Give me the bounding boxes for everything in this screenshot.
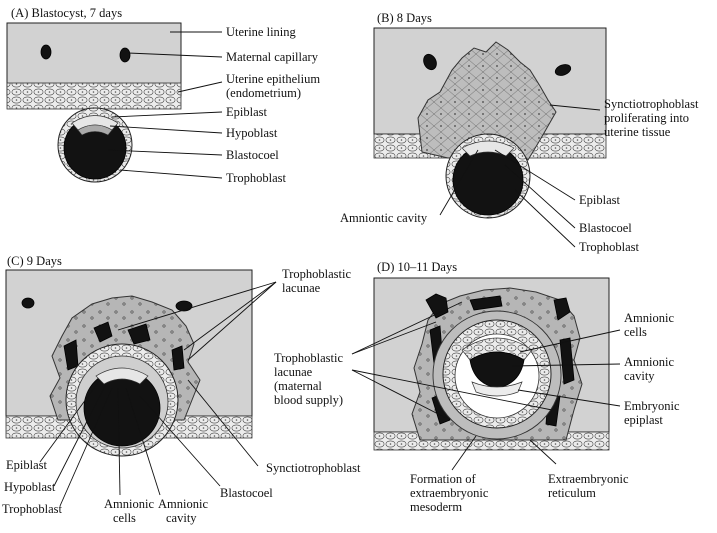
label-formation-d-2: extraembryonic — [410, 486, 489, 500]
label-lacunae-c-2: lacunae — [282, 281, 321, 295]
label-blastocoel-c: Blastocoel — [220, 486, 273, 500]
label-lacunae-d-1: Trophoblastic — [274, 351, 343, 365]
label-amnionic-cavity-c-1: Amnionic — [158, 497, 208, 511]
label-trophoblast-a: Trophoblast — [226, 171, 286, 185]
label-uterine-lining: Uterine lining — [226, 25, 297, 39]
label-lacunae-d-4: blood supply) — [274, 393, 343, 407]
label-endometrium: (endometrium) — [226, 86, 301, 100]
embryonic-epiblast-d — [471, 381, 523, 397]
label-epiblast-c: Epiblast — [6, 458, 47, 472]
blastocoel-c — [83, 369, 161, 447]
label-blastocoel-b: Blastocoel — [579, 221, 632, 235]
label-syncytio-b-3: uterine tissue — [604, 125, 671, 139]
panel-a-title: (A) Blastocyst, 7 days — [11, 6, 122, 20]
label-amnionic-cavity-c-2: cavity — [166, 511, 197, 525]
label-lacunae-d-3: (maternal — [274, 379, 322, 393]
panel-a: (A) Blastocyst, 7 days Uterine lining Ma… — [6, 6, 320, 185]
maternal-capillary-left — [40, 44, 52, 60]
label-lacunae-d-2: lacunae — [274, 365, 313, 379]
panel-c: (C) 9 Days Trophoblastic lacunae Epiblas… — [2, 254, 361, 525]
amnion-c — [95, 367, 149, 385]
label-amnionic-cavity-d-2: cavity — [624, 369, 655, 383]
label-uterine-epithelium: Uterine epithelium — [226, 72, 320, 86]
label-amnionic-cells-c-2: cells — [113, 511, 136, 525]
lacuna-d-5 — [469, 295, 503, 311]
capillary-b-right — [554, 64, 572, 76]
label-embryonic-epiblast-d-2: epiplast — [624, 413, 663, 427]
lacuna-d-2 — [553, 297, 571, 321]
label-formation-d-1: Formation of — [410, 472, 476, 486]
capillary-c-left — [21, 297, 35, 309]
blastocoel-b — [452, 144, 524, 216]
label-amniotic-cavity-b: Amniontic cavity — [340, 211, 428, 225]
uterine-epithelium-layer — [6, 82, 182, 110]
epiblast-b — [461, 140, 515, 157]
panel-c-title: (C) 9 Days — [7, 254, 62, 268]
label-epiblast-b: Epiblast — [579, 193, 620, 207]
label-hypoblast-c: Hypoblast — [4, 480, 56, 494]
label-blastocoel-a: Blastocoel — [226, 148, 279, 162]
lacuna-c-1 — [93, 321, 113, 343]
label-trophoblast-b: Trophoblast — [579, 240, 639, 254]
label-amnionic-cells-c-1: Amnionic — [104, 497, 154, 511]
label-lacunae-c-1: Trophoblastic — [282, 267, 351, 281]
lacuna-c-4 — [171, 345, 185, 371]
label-reticulum-d-2: reticulum — [548, 486, 596, 500]
label-maternal-capillary: Maternal capillary — [226, 50, 319, 64]
panel-b-title: (B) 8 Days — [377, 11, 432, 25]
panel-b: (B) 8 Days Synctiotrophoblast proliferat… — [340, 11, 699, 254]
label-syncytio-c: Synctiotrophoblast — [266, 461, 361, 475]
lacuna-c-2 — [127, 323, 151, 345]
maternal-capillary-right — [119, 47, 131, 63]
panel-d-title: (D) 10–11 Days — [377, 260, 457, 274]
label-amnionic-cells-d-2: cells — [624, 325, 647, 339]
label-amnionic-cavity-d-1: Amnionic — [624, 355, 674, 369]
capillary-b-left — [423, 53, 437, 71]
syncytiotrophoblast-mass — [417, 41, 557, 161]
label-amnionic-cells-d-1: Amnionic — [624, 311, 674, 325]
amnionic-cavity-d — [469, 351, 525, 389]
label-reticulum-d-1: Extraembryonic — [548, 472, 629, 486]
hypoblast-layer — [77, 124, 113, 136]
label-formation-d-3: mesoderm — [410, 500, 462, 514]
label-hypoblast-a: Hypoblast — [226, 126, 278, 140]
panel-d: (D) 10–11 Days Trophoblastic lacunae (ma… — [274, 260, 680, 514]
label-syncytio-b-1: Synctiotrophoblast — [604, 97, 699, 111]
label-embryonic-epiblast-d-1: Embryonic — [624, 399, 680, 413]
label-trophoblast-c: Trophoblast — [2, 502, 62, 516]
label-epiblast-a: Epiblast — [226, 105, 267, 119]
label-syncytio-b-2: proliferating into — [604, 111, 689, 125]
lacuna-d-4 — [559, 337, 575, 385]
